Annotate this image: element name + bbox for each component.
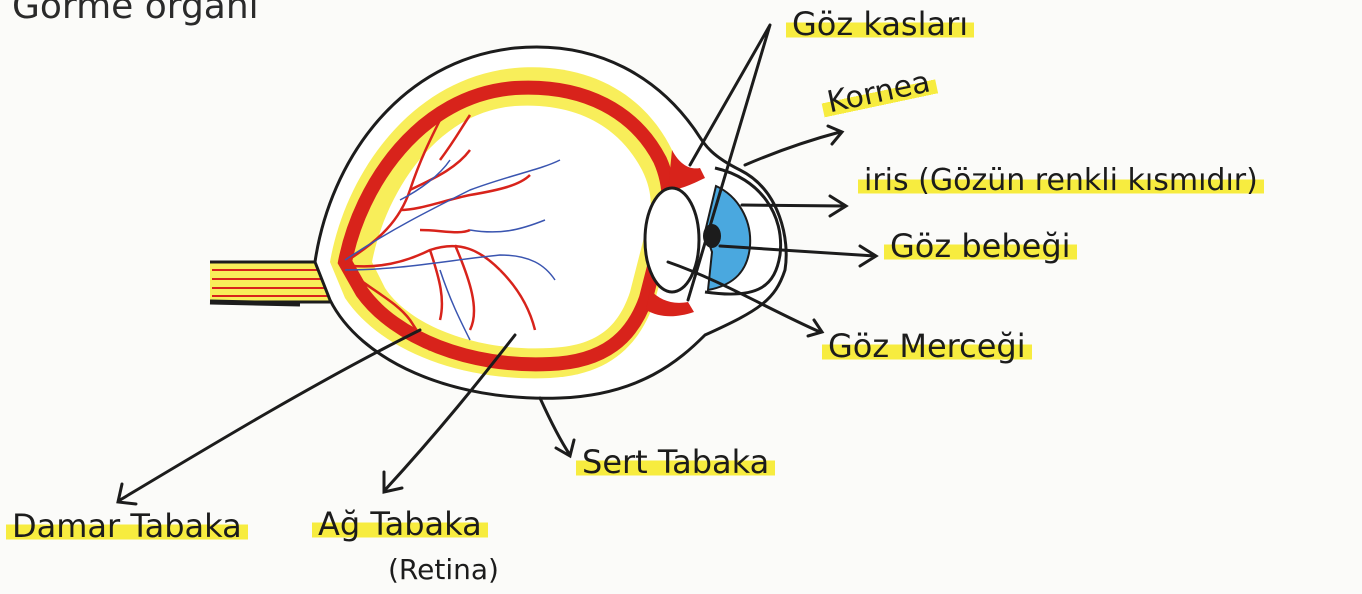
lens	[645, 188, 699, 292]
label-sert-tabaka: Sert Tabaka	[576, 446, 775, 478]
label-retina: (Retina)	[388, 556, 499, 584]
arrow-kornea	[745, 126, 842, 165]
arrow-sert-tabaka	[540, 398, 574, 456]
optic-nerve	[210, 262, 330, 304]
label-goz-bebegi: Göz bebeği	[884, 230, 1077, 262]
arrow-damar-tabaka	[118, 330, 420, 504]
label-goz-mercegi: Göz Merceği	[822, 330, 1032, 362]
label-ag-tabaka: Ağ Tabaka	[312, 508, 488, 540]
label-iris: iris (Gözün renkli kısmıdır)	[858, 166, 1264, 196]
label-goz-kaslari: Göz kasları	[786, 8, 974, 40]
label-damar-tabaka: Damar Tabaka	[6, 510, 248, 542]
